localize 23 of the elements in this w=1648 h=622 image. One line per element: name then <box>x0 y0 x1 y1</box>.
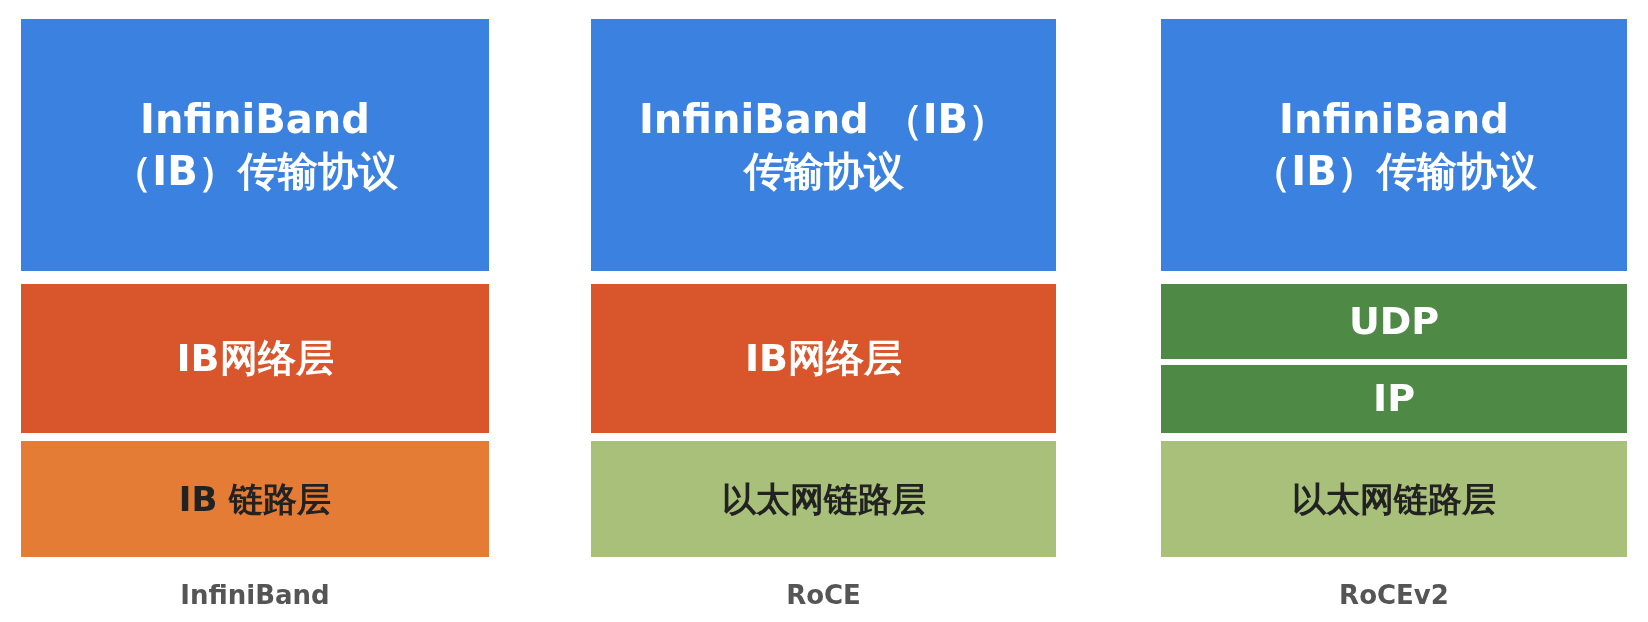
layer-label: InfiniBand（IB）传输协议 <box>1250 95 1538 196</box>
layer-box <box>1161 284 1627 359</box>
column-label: RoCEv2 <box>1338 580 1450 610</box>
layer-box <box>591 19 1056 271</box>
layer-box <box>1161 365 1627 433</box>
layer-label: InfiniBand（IB）传输协议 <box>111 95 399 196</box>
layer-label: IB网络层 <box>744 334 903 382</box>
layer-box <box>21 19 489 271</box>
column-label: InfiniBand <box>179 580 331 610</box>
column-label: RoCE <box>785 580 862 610</box>
layer-label: IP <box>1373 375 1415 423</box>
layer-label: IB 链路层 <box>178 477 332 521</box>
layer-box <box>1161 19 1627 271</box>
layer-box <box>591 284 1056 433</box>
layer-label: IB网络层 <box>176 334 334 382</box>
layer-box <box>591 441 1056 557</box>
layer-box <box>21 441 489 557</box>
layer-box <box>21 284 489 433</box>
layer-label: 以太网链路层 <box>721 477 926 521</box>
layer-box <box>1161 441 1627 557</box>
layer-label: InfiniBand （IB）传输协议 <box>637 95 1010 196</box>
layer-label: 以太网链路层 <box>1292 477 1496 521</box>
layer-label: UDP <box>1348 297 1440 345</box>
